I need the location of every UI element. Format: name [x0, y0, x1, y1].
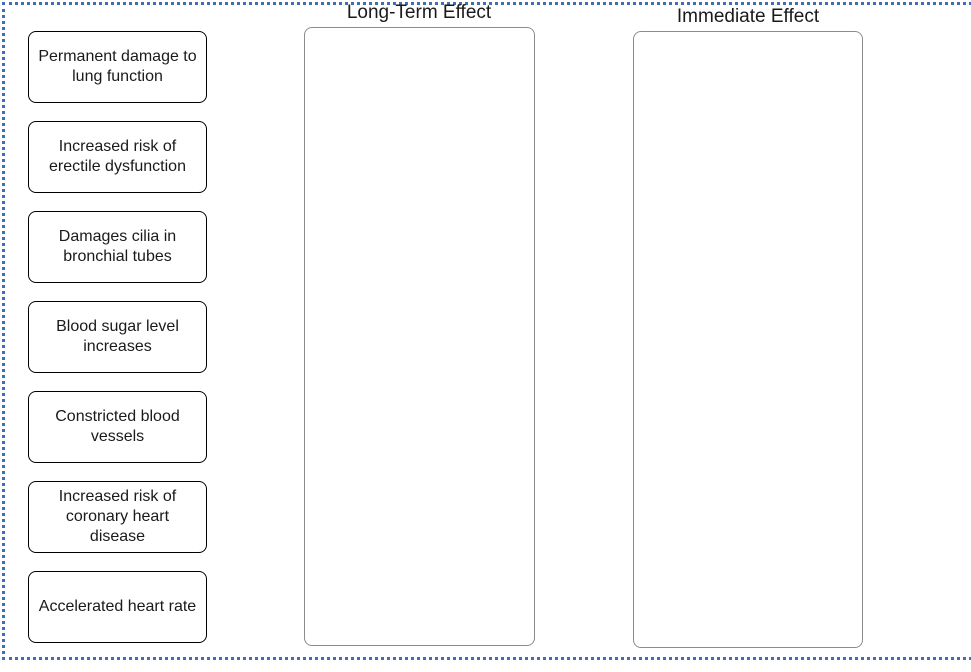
- card-source-column: Permanent damage to lung function Increa…: [28, 31, 207, 643]
- card-label: Constricted blood vessels: [55, 408, 180, 445]
- draggable-card-accelerated-heart-rate[interactable]: Accelerated heart rate: [28, 571, 207, 643]
- dropzone-long-term[interactable]: [304, 27, 535, 646]
- draggable-card-damages-cilia[interactable]: Damages cilia in bronchial tubes: [28, 211, 207, 283]
- draggable-card-blood-sugar[interactable]: Blood sugar level increases: [28, 301, 207, 373]
- card-label: Blood sugar level increases: [56, 318, 179, 355]
- dropzone-title-immediate: Immediate Effect: [676, 6, 820, 27]
- draggable-card-constricted-vessels[interactable]: Constricted blood vessels: [28, 391, 207, 463]
- draggable-card-coronary-heart-disease[interactable]: Increased risk of coronary heart disease: [28, 481, 207, 553]
- card-label: Damages cilia in bronchial tubes: [58, 228, 177, 265]
- dropzone-title-long-term: Long-Term Effect: [346, 2, 492, 23]
- card-label: Accelerated heart rate: [38, 598, 197, 615]
- draggable-card-permanent-lung-damage[interactable]: Permanent damage to lung function: [28, 31, 207, 103]
- card-label: Increased risk of erectile dysfunction: [49, 138, 186, 175]
- card-label: Increased risk of coronary heart disease: [58, 488, 177, 545]
- card-label: Permanent damage to lung function: [38, 48, 197, 85]
- draggable-card-erectile-dysfunction[interactable]: Increased risk of erectile dysfunction: [28, 121, 207, 193]
- dropzone-immediate[interactable]: [633, 31, 863, 648]
